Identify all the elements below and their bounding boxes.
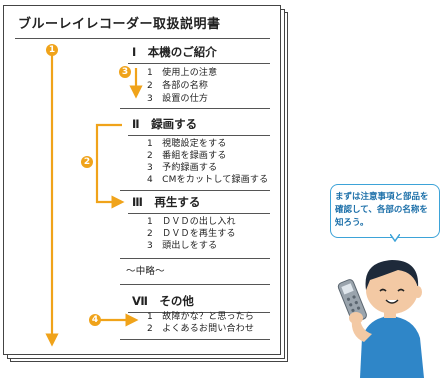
person-shirt (360, 316, 424, 378)
section-1-item-2: 2 各部の名称 (147, 81, 209, 91)
section-3-end-rule (120, 258, 270, 260)
speech-text: まずは注意事項と部品を 確認して、各部の名称を 知ろう。 (335, 192, 429, 228)
section-7-rule (128, 312, 270, 314)
section-2-end-rule (120, 190, 270, 192)
section-1-end-rule (120, 108, 270, 110)
section-1-item-1: 1 使用上の注意 (147, 68, 218, 78)
marker-1: 1 (46, 44, 58, 56)
person-face (366, 266, 418, 314)
section-3-rule (128, 213, 270, 215)
section-3-item-3: 3 頭出しをする (147, 241, 218, 251)
section-3-heading: Ⅲ 再生する (132, 195, 201, 209)
speech-bubble-tail (390, 234, 400, 242)
bracket-section-2-3 (95, 123, 125, 209)
section-2-heading: Ⅱ 録画する (132, 117, 198, 131)
section-7-heading: Ⅶ その他 (132, 294, 194, 308)
marker-3: 3 (119, 66, 131, 78)
section-3-item-1: 1 ＤＶＤの出し入れ (147, 217, 236, 227)
marker-2: 2 (81, 156, 93, 168)
title-rule (15, 38, 270, 40)
omitted-rule (120, 284, 270, 286)
section-2-item-3: 3 予約録画する (147, 163, 218, 173)
section-1-item-3: 3 設置の仕方 (147, 94, 209, 104)
section-7-item-1: 1 故障かな？と思ったら (147, 312, 255, 322)
section-7-item-2: 2 よくあるお問い合わせ (147, 324, 255, 334)
person-hair (365, 260, 419, 290)
section-7-end-rule (120, 339, 270, 341)
omitted-label: ～中略～ (126, 266, 165, 277)
marker-4: 4 (89, 314, 101, 326)
section-2-item-4: 4 CMをカットして録画する (147, 175, 269, 185)
speech-bubble: まずは注意事項と部品を 確認して、各部の名称を 知ろう。 (330, 184, 440, 238)
section-2-rule (128, 135, 270, 137)
manual-title: ブルーレイレコーダー取扱説明書 (18, 17, 221, 32)
section-2-item-1: 1 視聴設定をする (147, 139, 227, 149)
section-2-item-2: 2 番組を録画する (147, 151, 227, 161)
section-1-rule (128, 63, 270, 65)
section-3-item-2: 2 ＤＶＤを再生する (147, 229, 236, 239)
section-1-heading: Ⅰ 本機のご紹介 (132, 45, 217, 59)
